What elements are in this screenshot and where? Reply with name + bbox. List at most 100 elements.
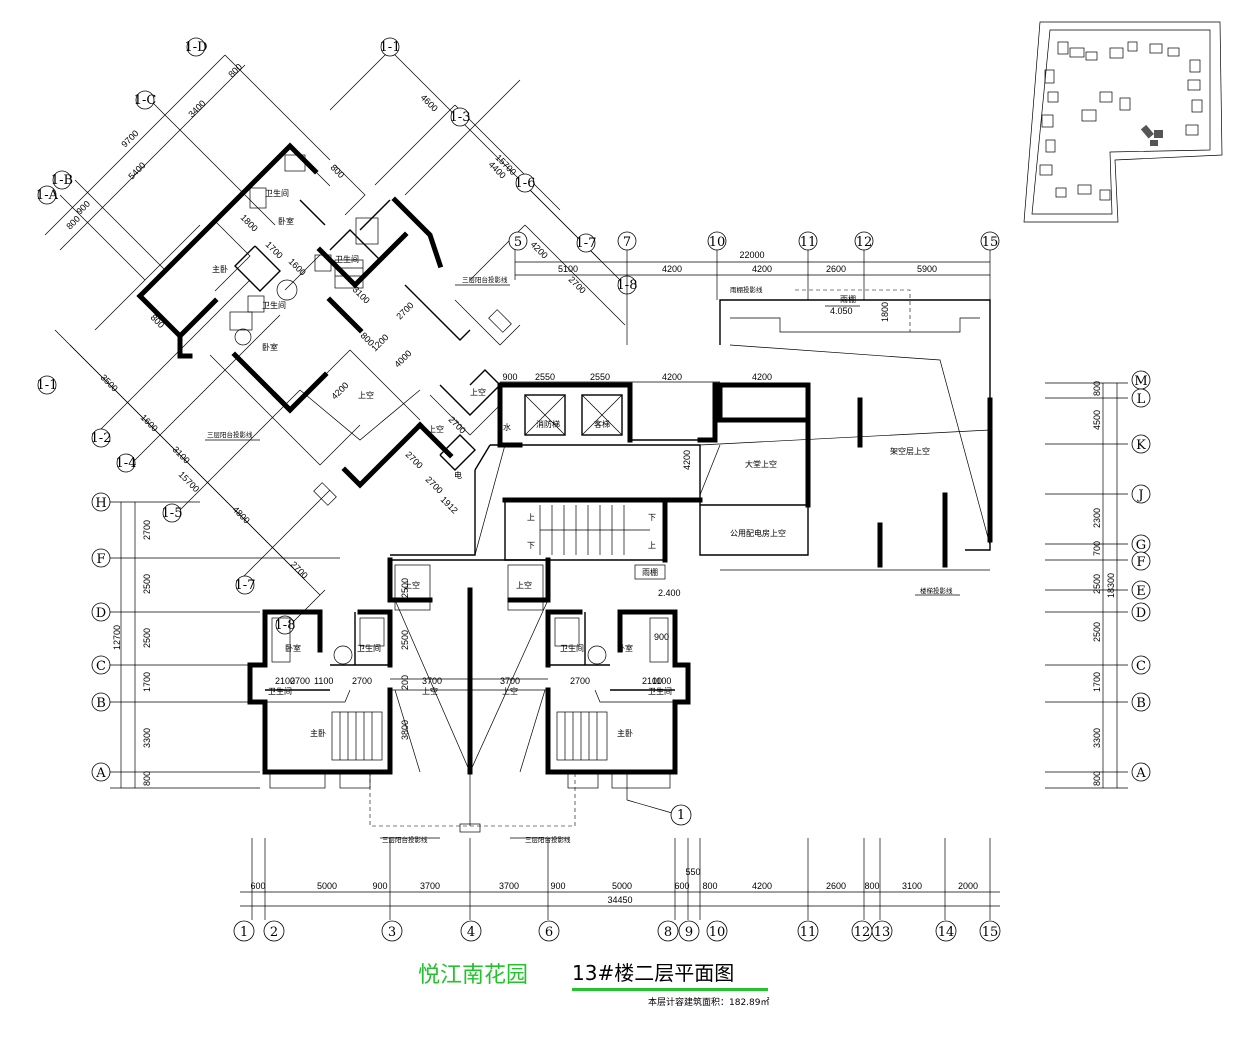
svg-text:卧室: 卧室 [278, 216, 294, 226]
svg-text:上空: 上空 [428, 424, 444, 434]
svg-text:卫生间: 卫生间 [357, 643, 381, 653]
axis-bubble: 1 [233, 920, 255, 942]
axis-bubble: B [1131, 692, 1151, 712]
svg-text:1600: 1600 [139, 412, 160, 433]
svg-text:雨棚: 雨棚 [840, 294, 856, 304]
svg-text:2500: 2500 [142, 574, 152, 594]
svg-text:1700: 1700 [1092, 672, 1102, 692]
axis-bubble: M [1131, 370, 1151, 390]
svg-text:550: 550 [685, 867, 700, 877]
svg-text:3700: 3700 [500, 676, 520, 686]
axis-bubble: 1-8 [275, 615, 296, 635]
svg-text:雨棚投影线: 雨棚投影线 [730, 285, 763, 294]
svg-text:3300: 3300 [142, 728, 152, 748]
svg-text:4.050: 4.050 [830, 306, 853, 316]
axis-bubble: D [91, 602, 111, 622]
svg-text:上空: 上空 [516, 580, 532, 590]
core-and-east-block: 消防梯 客梯 上 下 下 上 大堂上空 公用配电房上空 4200 架空层上空 [390, 248, 993, 598]
svg-text:1600: 1600 [287, 256, 308, 277]
svg-text:卫生间: 卫生间 [265, 188, 289, 198]
svg-text:B: B [1136, 696, 1146, 711]
svg-text:1912: 1912 [439, 494, 460, 515]
svg-text:800: 800 [1092, 381, 1102, 396]
axis-bubble: 1-2 [91, 428, 111, 448]
svg-text:15: 15 [982, 235, 999, 250]
svg-text:13: 13 [874, 925, 891, 940]
svg-text:4200: 4200 [529, 239, 550, 260]
svg-text:4500: 4500 [1092, 410, 1102, 430]
svg-text:下: 下 [648, 513, 656, 522]
svg-text:5: 5 [514, 235, 522, 250]
svg-text:2550: 2550 [535, 372, 555, 382]
axis-bubble: 4 [460, 920, 482, 942]
svg-text:4: 4 [467, 925, 475, 940]
svg-text:1700: 1700 [142, 672, 152, 692]
svg-text:2700: 2700 [570, 676, 590, 686]
axis-bubble: K [1131, 434, 1151, 454]
svg-text:架空层上空: 架空层上空 [890, 446, 930, 456]
svg-text:1-D: 1-D [184, 40, 207, 55]
svg-text:F: F [96, 552, 105, 567]
svg-text:4200: 4200 [752, 881, 772, 891]
svg-text:三层阳台投影线: 三层阳台投影线 [462, 275, 508, 284]
svg-text:10: 10 [709, 925, 726, 940]
axis-bubble: 11 [798, 231, 818, 251]
svg-text:1-A: 1-A [36, 188, 59, 203]
svg-text:上: 上 [648, 541, 656, 550]
axis-bubble: 11 [797, 920, 819, 942]
axis-bubble: 9 [678, 920, 700, 942]
svg-text:2300: 2300 [1092, 508, 1102, 528]
svg-text:K: K [1136, 438, 1146, 453]
svg-text:22000: 22000 [739, 250, 764, 260]
svg-text:卫生间: 卫生间 [262, 300, 286, 310]
svg-text:18300: 18300 [1106, 573, 1116, 598]
svg-text:2600: 2600 [826, 881, 846, 891]
svg-text:2500: 2500 [400, 578, 410, 598]
svg-text:上空: 上空 [470, 387, 486, 397]
svg-text:6: 6 [545, 925, 553, 940]
svg-text:下: 下 [527, 541, 535, 550]
axis-bubble: 1-4 [116, 453, 136, 473]
axis-bubble: L [1131, 388, 1151, 408]
axis-bubble: 6 [538, 920, 560, 942]
svg-text:800: 800 [149, 312, 167, 330]
svg-text:700: 700 [1092, 541, 1102, 556]
rotated-wing [136, 142, 521, 506]
svg-text:2500: 2500 [1092, 574, 1102, 594]
svg-text:800: 800 [226, 62, 244, 80]
svg-text:4200: 4200 [662, 372, 682, 382]
svg-text:5900: 5900 [917, 264, 937, 274]
axis-bubble: 8 [657, 920, 679, 942]
svg-text:34450: 34450 [607, 895, 632, 905]
svg-text:G: G [1136, 538, 1146, 553]
svg-text:1-8: 1-8 [275, 618, 296, 633]
rotated-dim-texts: 800 3400 9700 5400 900 800 4600 4400 157… [64, 62, 587, 581]
svg-text:3400: 3400 [186, 98, 207, 119]
svg-text:600: 600 [250, 881, 265, 891]
svg-text:12: 12 [854, 925, 871, 940]
svg-text:800: 800 [702, 881, 717, 891]
svg-text:600: 600 [674, 881, 689, 891]
svg-text:3: 3 [388, 925, 396, 940]
axis-bubble: 5 [508, 231, 528, 251]
svg-text:5100: 5100 [558, 264, 578, 274]
svg-text:2700: 2700 [142, 520, 152, 540]
svg-text:800: 800 [329, 162, 347, 180]
svg-text:4000: 4000 [392, 348, 413, 369]
svg-text:三层阳台投影线: 三层阳台投影线 [382, 835, 428, 844]
drawing-title: 悦江南花园 13#楼二层平面图 本层计容建筑面积：182.89㎡ [418, 961, 770, 1008]
svg-text:2600: 2600 [826, 264, 846, 274]
svg-text:3800: 3800 [400, 720, 410, 740]
svg-text:卫生间: 卫生间 [268, 686, 292, 696]
axis-bubble: J [1131, 484, 1151, 504]
site-key-plan [1023, 21, 1223, 223]
axis-bubble: 1-A [36, 185, 59, 205]
svg-text:7: 7 [623, 235, 631, 250]
svg-text:900: 900 [550, 881, 565, 891]
svg-text:11: 11 [800, 235, 817, 250]
svg-text:F: F [1136, 555, 1145, 570]
svg-text:4200: 4200 [329, 380, 350, 401]
svg-text:800: 800 [64, 214, 82, 232]
svg-text:消防梯: 消防梯 [536, 419, 560, 429]
svg-text:主卧: 主卧 [310, 728, 326, 738]
